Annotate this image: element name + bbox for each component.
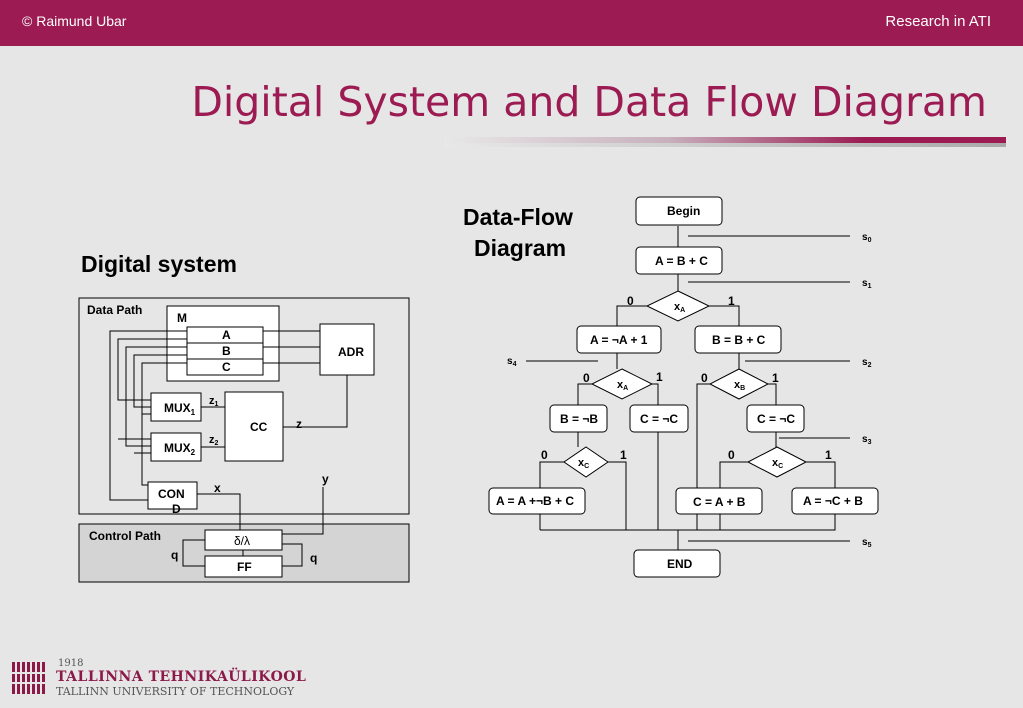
node-a-eq-not-c-plus-b <box>791 487 879 515</box>
mux2-label: MUX2 <box>164 441 196 457</box>
cc-block <box>224 391 284 462</box>
node-c-eq-a-plus-b-label: C = A + B <box>693 495 746 509</box>
node-a-eq-a-plus-not-b-plus-c-label: A = A +¬B + C <box>496 494 574 508</box>
node-c-eq-not-c-left-label: C = ¬C <box>640 412 678 426</box>
q-right-label: q <box>310 551 317 565</box>
decision-xc-left-label: xC <box>578 457 589 470</box>
branch-1-top: 1 <box>728 294 735 308</box>
branch-1-left: 1 <box>656 370 663 384</box>
node-a-eq-b-plus-c-label: A = B + C <box>655 254 708 268</box>
node-b-eq-b-plus-c <box>694 325 782 354</box>
node-a-eq-not-a-plus-1-label: A = ¬A + 1 <box>590 333 648 347</box>
decision-xa-left <box>590 368 654 400</box>
logo-name-et: TALLINNA TEHNIKAÜLIKOOL <box>56 669 307 685</box>
memory-label: M <box>177 311 187 325</box>
node-b-eq-b-plus-c-label: B = B + C <box>712 333 766 347</box>
node-a-eq-not-a-plus-1 <box>576 325 662 354</box>
title-rule <box>444 137 1006 143</box>
node-a-eq-not-c-plus-b-label: A = ¬C + B <box>803 494 863 508</box>
state-s4: s4 <box>507 356 517 368</box>
register-c-label: C <box>222 360 231 374</box>
branch-0-left: 0 <box>583 371 590 385</box>
decision-xa-left-label: xA <box>617 379 628 392</box>
dfd-lines <box>526 226 850 550</box>
adr-block <box>319 323 375 376</box>
copyright-text: © Raimund Ubar <box>22 13 127 29</box>
end-node <box>633 549 721 578</box>
logo-year: 1918 <box>58 658 84 669</box>
branch-0-xb: 0 <box>701 371 708 385</box>
mux1-label: MUX1 <box>164 401 196 417</box>
node-a-eq-a-plus-not-b-plus-c <box>488 487 586 515</box>
branch-0-xc-left: 0 <box>541 448 548 462</box>
node-c-eq-not-c-right-label: C = ¬C <box>757 412 795 426</box>
decision-xa-top <box>645 290 711 322</box>
logo-name-en: TALLINN UNIVERSITY OF TECHNOLOGY <box>56 685 295 698</box>
decision-xc-right-label: xC <box>772 457 783 470</box>
decision-xc-left <box>563 446 609 478</box>
register-a-label: A <box>222 328 231 342</box>
node-c-eq-a-plus-b <box>675 487 763 515</box>
branch-1-xc-left: 1 <box>620 448 627 462</box>
decision-xc-right <box>746 446 808 478</box>
node-a-eq-b-plus-c <box>635 246 723 275</box>
node-b-eq-not-b <box>549 404 608 433</box>
header-bar: © Raimund Ubar Research in ATI <box>0 0 1023 46</box>
decision-xa-top-label: xA <box>674 301 685 314</box>
node-c-eq-not-c-right <box>746 404 805 433</box>
cond-label-2: D <box>172 502 181 516</box>
state-s5: s5 <box>862 537 872 549</box>
logo-bars-icon <box>10 662 48 694</box>
section-label: Research in ATI <box>885 13 991 30</box>
cc-label: CC <box>250 420 268 434</box>
ff-label: FF <box>237 560 252 574</box>
state-s0: s0 <box>862 232 872 244</box>
branch-0-top: 0 <box>627 294 634 308</box>
decision-xb <box>708 368 770 400</box>
digital-system-heading: Digital system <box>81 251 237 277</box>
system-wires <box>109 330 348 567</box>
end-label: END <box>667 557 693 571</box>
dfd-heading-line1: Data-Flow <box>463 204 573 230</box>
mux1-block <box>150 392 202 422</box>
title-rule-shadow <box>444 143 1006 147</box>
begin-label: Begin <box>667 204 700 218</box>
control-path-label: Control Path <box>89 529 161 543</box>
x-label: x <box>214 481 221 495</box>
adr-label: ADR <box>338 345 364 359</box>
node-c-eq-not-c-left <box>629 404 689 433</box>
register-c <box>186 358 264 376</box>
cond-block <box>147 481 198 510</box>
branch-1-xc-right: 1 <box>825 448 832 462</box>
z1-label: z1 <box>209 395 219 408</box>
begin-node <box>635 196 723 226</box>
slide-title: Digital System and Data Flow Diagram <box>191 78 987 126</box>
delta-lambda-label: δ/λ <box>234 534 250 548</box>
dfd-heading-line2: Diagram <box>474 235 566 261</box>
z2-label: z2 <box>209 434 219 447</box>
state-s1: s1 <box>862 278 872 290</box>
register-b-label: B <box>222 344 231 358</box>
state-s3: s3 <box>862 434 872 446</box>
z-label: z <box>296 417 302 431</box>
mux2-block <box>150 432 202 462</box>
y-label: y <box>322 472 329 486</box>
branch-1-xb: 1 <box>772 371 779 385</box>
cond-label-1: CON <box>158 487 185 501</box>
q-left-label: q <box>171 548 178 562</box>
decision-xb-label: xB <box>734 379 745 392</box>
data-path-label: Data Path <box>87 303 142 317</box>
node-b-eq-not-b-label: B = ¬B <box>560 412 598 426</box>
branch-0-xc-right: 0 <box>728 448 735 462</box>
state-s2: s2 <box>862 357 872 369</box>
